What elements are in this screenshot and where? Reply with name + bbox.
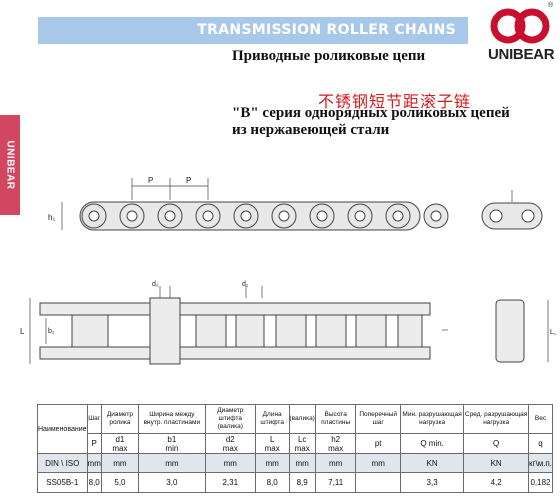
chinese-title: 不锈钢短节距滚子链 xyxy=(318,92,472,111)
unit-cell: KN xyxy=(463,453,530,473)
unit-cell: mm xyxy=(86,453,102,473)
col-sym: q xyxy=(538,439,543,448)
col-title: Поперечный шаг xyxy=(355,404,401,434)
col-sub: max xyxy=(264,443,280,453)
col-title: Вес xyxy=(528,404,553,434)
col-symbol: pt xyxy=(355,433,401,454)
col-title: Ширина между внутр. пластинами xyxy=(138,404,206,434)
data-cell: 8,0 xyxy=(254,472,290,493)
col-sym: L xyxy=(269,434,275,444)
col-symbol: q xyxy=(528,433,553,454)
data-cell xyxy=(355,472,401,493)
data-cell: 2,31 xyxy=(204,472,256,493)
data-cell: 3,0 xyxy=(138,472,206,493)
dim-L: L xyxy=(20,327,25,336)
unit-cell: mm xyxy=(288,453,316,473)
chain-drawing: P P h₁ d₂ d₁ b₁ L L꜀ xyxy=(20,176,557,365)
chain-side-view xyxy=(79,201,449,231)
name-header: Наименование xyxy=(37,404,88,454)
col-title: Диаметр штифта (валика) xyxy=(204,404,256,434)
col-sym: h2 xyxy=(331,434,341,444)
col-sym: Q min. xyxy=(420,439,444,448)
col-title: (валика) xyxy=(288,404,316,434)
dim-d2: d₂ xyxy=(152,281,159,288)
col-title: Длина штифта xyxy=(254,404,290,434)
col-symbol: Q xyxy=(463,433,530,454)
col-title: Мин. разрушающая нагрузка xyxy=(399,404,465,434)
banner-title: TRANSMISSION ROLLER CHAINS xyxy=(197,22,456,38)
data-cell: 3,3 xyxy=(399,472,465,493)
row-name: SS05B-1 xyxy=(37,472,88,493)
col-title: Высота пластины xyxy=(314,404,357,434)
unit-cell: mm xyxy=(138,453,206,473)
col-sub: max xyxy=(222,443,238,453)
unit-cell: mm xyxy=(254,453,290,473)
col-sub: max xyxy=(328,443,344,453)
header-row-titles: Наименование Шаг Диаметр ролика Ширина м… xyxy=(37,404,553,454)
page-subtitle: Приводные роликовые цепи xyxy=(232,48,426,64)
col-sub: max xyxy=(294,443,310,453)
dim-d1: d₁ xyxy=(242,281,249,288)
col-sym: Lc xyxy=(297,434,307,444)
spec-table: Наименование Шаг Диаметр ролика Ширина м… xyxy=(37,404,553,493)
series-title-line1: "B" серия однорядных роликовых цепей xyxy=(232,105,510,121)
registered-mark: ® xyxy=(548,2,554,9)
chain-top-view xyxy=(39,297,525,365)
col-sub: max xyxy=(112,443,128,453)
brand-name: UNIBEAR xyxy=(488,46,555,63)
chain-end-view xyxy=(481,202,543,230)
data-cell: 4,2 xyxy=(463,472,530,493)
col-sym: d2 xyxy=(225,434,235,444)
unibear-logo xyxy=(490,8,550,44)
table-row: SS05B-1 8,0 5,0 3,0 2,31 8,0 8,9 7,11 3,… xyxy=(37,472,553,493)
col-sym: Q xyxy=(493,439,500,448)
data-cell: 5,0 xyxy=(100,472,140,493)
series-title-line2: из нержавеющей стали xyxy=(232,122,390,138)
col-sym: b1 xyxy=(167,434,177,444)
col-title: Шаг xyxy=(86,404,102,434)
dim-p1: P xyxy=(148,176,153,185)
dim-Lc: L꜀ xyxy=(550,329,557,336)
data-cell: 8,9 xyxy=(288,472,316,493)
col-sub: min xyxy=(165,443,179,453)
data-cell: 7,11 xyxy=(314,472,357,493)
dim-h1: h₁ xyxy=(48,213,55,222)
series-title: "B" серия однорядных роликовых цепей из … xyxy=(232,105,552,139)
din-iso-label: DIN \ ISO xyxy=(37,453,88,473)
unit-cell: KN xyxy=(399,453,465,473)
col-symbol: Q min. xyxy=(399,433,465,454)
col-sym: pt xyxy=(374,439,382,448)
col-title: Диаметр ролика xyxy=(100,404,140,434)
dim-b1: b₁ xyxy=(48,328,55,335)
title-banner: TRANSMISSION ROLLER CHAINS xyxy=(38,17,468,44)
unit-cell: mm xyxy=(204,453,256,473)
unit-cell: mm xyxy=(314,453,357,473)
dim-p2: P xyxy=(186,176,191,185)
col-sym: d1 xyxy=(115,434,125,444)
unit-cell: mm xyxy=(355,453,401,473)
data-cell: 0,182 xyxy=(528,472,553,493)
col-sym: P xyxy=(91,439,97,448)
unit-cell: кг\м.п. xyxy=(528,453,553,473)
col-symbol: P xyxy=(86,433,102,454)
data-cell: 8,0 xyxy=(86,472,102,493)
unit-cell: mm xyxy=(100,453,140,473)
units-row: DIN \ ISO mm mm mm mm mm mm mm mm KN KN … xyxy=(37,453,553,473)
side-tab xyxy=(0,115,20,215)
col-title: Сред. разрушающая нагрузка xyxy=(463,404,530,434)
